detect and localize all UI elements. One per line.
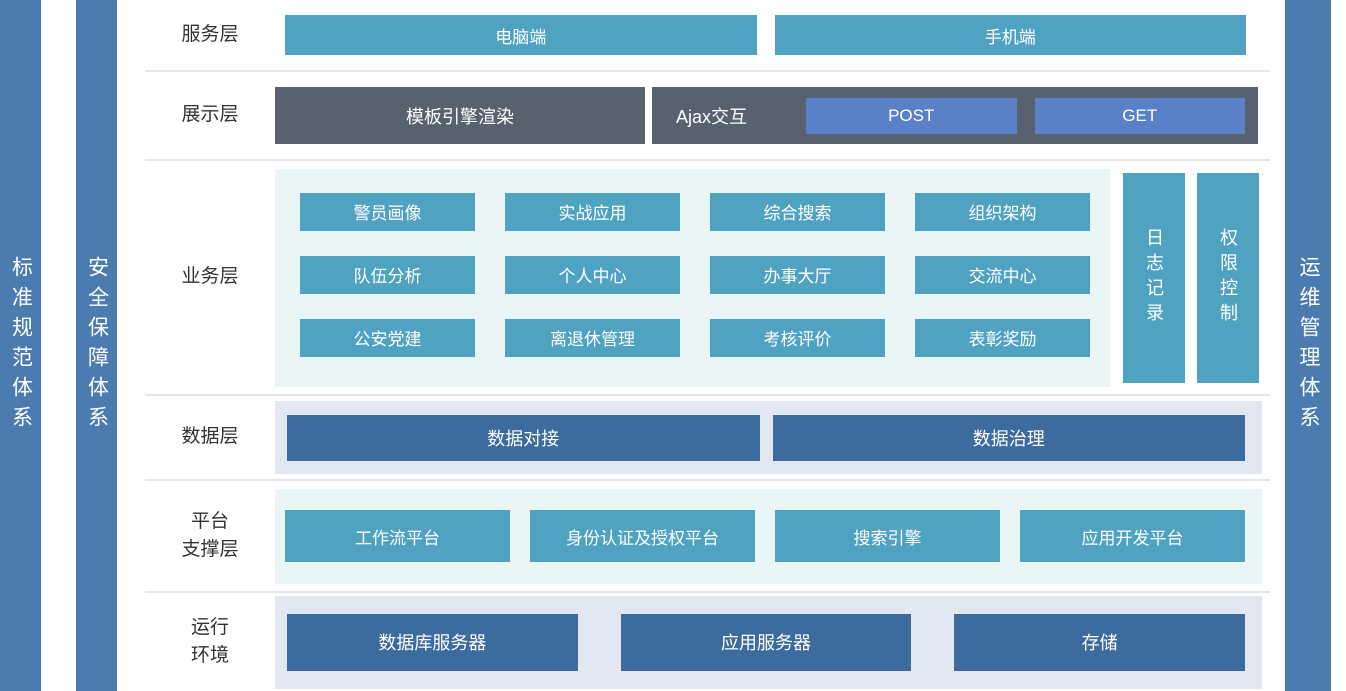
layer-data-content: 数据对接 数据治理 — [275, 401, 1270, 474]
business-module: 个人中心 — [505, 255, 680, 294]
node-workflow-platform: 工作流平台 — [285, 510, 510, 562]
layer-display: 展示层 模板引擎渲染 Ajax交互 POST GET — [145, 72, 1270, 161]
layer-business: 业务层 警员画像 实战应用 综合搜索 组织架构 队伍分析 个人中心 办事大厅 交… — [145, 161, 1270, 396]
node-get: GET — [1034, 97, 1245, 134]
layer-platform-support: 平台 支撑层 工作流平台 身份认证及授权平台 搜索引擎 应用开发平台 — [145, 481, 1270, 593]
layer-data-label: 数据层 — [181, 426, 239, 448]
business-module: 组织架构 — [915, 192, 1090, 231]
node-template-engine: 模板引擎渲染 — [275, 87, 645, 144]
business-module: 考核评价 — [710, 318, 885, 357]
pillar-operations-system: 运维管理体系 — [1285, 0, 1331, 691]
layer-service: 服务层 电脑端 手机端 — [145, 0, 1270, 72]
node-data-governance: 数据治理 — [772, 414, 1245, 461]
node-application-server: 应用服务器 — [620, 613, 912, 671]
platform-panel: 工作流平台 身份认证及授权平台 搜索引擎 应用开发平台 — [275, 488, 1262, 584]
business-module: 离退休管理 — [505, 318, 680, 357]
business-module: 公安党建 — [300, 318, 475, 357]
business-module: 表彰奖励 — [915, 318, 1090, 357]
pillar-standards-system: 标准规范体系 — [0, 0, 41, 691]
node-mobile-client: 手机端 — [774, 15, 1246, 55]
layer-service-label: 服务层 — [181, 23, 239, 45]
business-modules-panel: 警员画像 实战应用 综合搜索 组织架构 队伍分析 个人中心 办事大厅 交流中心 … — [275, 168, 1110, 387]
pillar-standards-label: 标准规范体系 — [9, 255, 33, 436]
business-module: 交流中心 — [915, 255, 1090, 294]
layer-runtime: 运行 环境 数据库服务器 应用服务器 存储 — [145, 593, 1270, 691]
layer-runtime-content: 数据库服务器 应用服务器 存储 — [275, 595, 1270, 689]
layer-platform-content: 工作流平台 身份认证及授权平台 搜索引擎 应用开发平台 — [275, 488, 1270, 584]
layer-service-content: 电脑端 手机端 — [275, 15, 1270, 55]
pillar-security-system: 安全保障体系 — [76, 0, 117, 691]
node-data-integration: 数据对接 — [287, 414, 760, 461]
node-log-record: 日志记录 — [1123, 172, 1185, 383]
node-post: POST — [806, 97, 1017, 134]
node-ajax-interaction: Ajax交互 POST GET — [652, 87, 1258, 144]
data-panel: 数据对接 数据治理 — [275, 401, 1262, 474]
layer-data: 数据层 数据对接 数据治理 — [145, 396, 1270, 481]
layer-business-content: 警员画像 实战应用 综合搜索 组织架构 队伍分析 个人中心 办事大厅 交流中心 … — [275, 168, 1270, 387]
layer-business-label: 业务层 — [181, 266, 239, 288]
business-module: 综合搜索 — [710, 192, 885, 231]
business-module: 队伍分析 — [300, 255, 475, 294]
node-app-dev-platform: 应用开发平台 — [1020, 510, 1245, 562]
layer-runtime-label: 运行 环境 — [190, 616, 229, 667]
business-module: 实战应用 — [505, 192, 680, 231]
node-search-engine: 搜索引擎 — [775, 510, 1000, 562]
layer-platform-label: 平台 支撑层 — [181, 510, 239, 561]
ajax-interaction-label: Ajax交互 — [676, 106, 748, 127]
pillar-operations-label: 运维管理体系 — [1297, 255, 1320, 436]
layers-stack: 服务层 电脑端 手机端 展示层 模板引擎渲染 Ajax交互 POST GET 业… — [145, 0, 1270, 691]
node-database-server: 数据库服务器 — [287, 613, 578, 671]
node-storage: 存储 — [954, 613, 1246, 671]
layer-display-label: 展示层 — [181, 104, 239, 126]
business-module: 办事大厅 — [710, 255, 885, 294]
node-permission-control: 权限控制 — [1197, 172, 1259, 383]
pillar-security-label: 安全保障体系 — [85, 255, 109, 436]
layer-display-content: 模板引擎渲染 Ajax交互 POST GET — [275, 87, 1270, 144]
node-auth-platform: 身份认证及授权平台 — [530, 510, 755, 562]
business-module: 警员画像 — [300, 192, 475, 231]
runtime-panel: 数据库服务器 应用服务器 存储 — [275, 595, 1262, 689]
node-pc-client: 电脑端 — [285, 15, 757, 55]
